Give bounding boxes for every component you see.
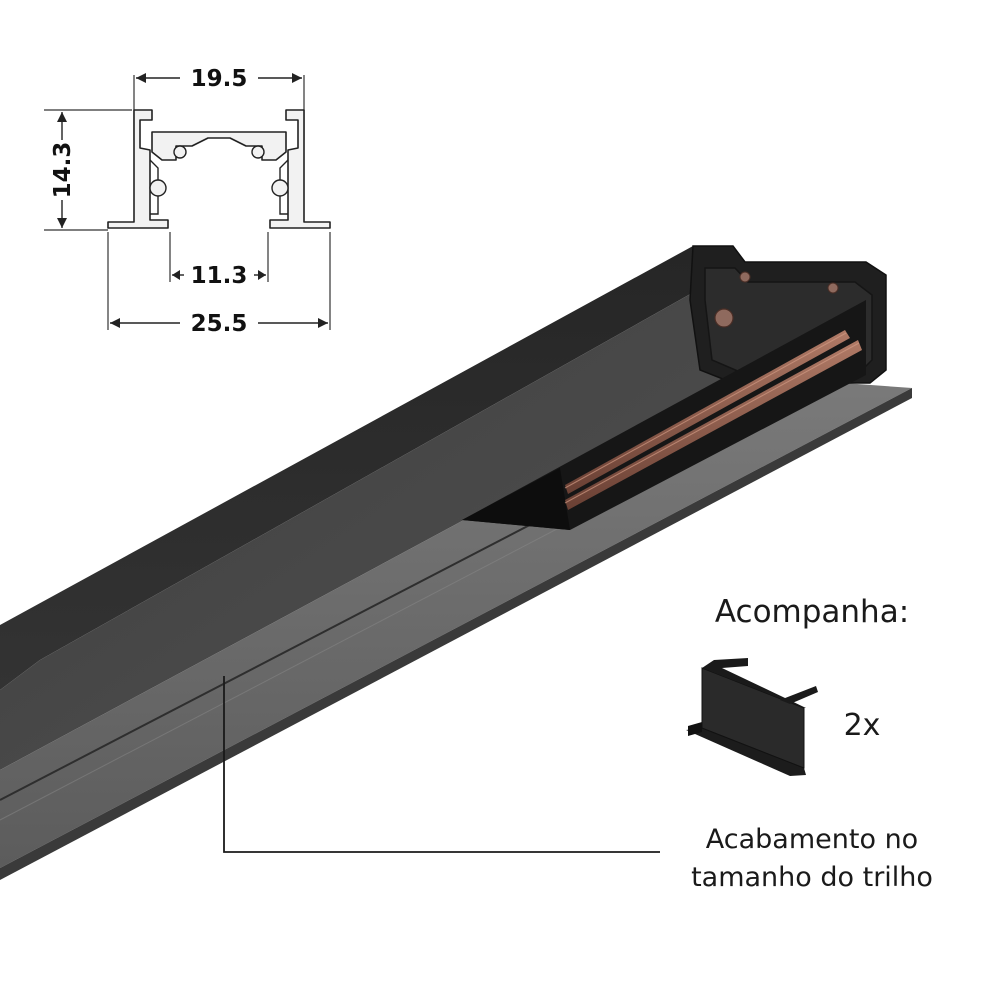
rail-flange: [0, 375, 912, 868]
profile-cross-section: 19.5 14.3 11.3 25.5: [44, 66, 331, 337]
accessory-quantity: 2x: [844, 708, 881, 743]
rail-front-face: [0, 270, 733, 770]
track-rail-3d: [0, 245, 912, 880]
accessory-section: Acompanha: 2x: [686, 594, 909, 776]
accessory-heading: Acompanha:: [715, 594, 909, 630]
dimension-top-width: 19.5: [136, 66, 302, 92]
finish-callout: Acabamento no tamanho do trilho: [223, 676, 933, 893]
dimension-total-width-label: 25.5: [191, 311, 248, 337]
callout-leader-line: [223, 676, 660, 853]
rail-top-surface: [0, 246, 733, 690]
copper-conductor-lower: [565, 340, 862, 510]
rail-profile-outline: [107, 109, 331, 229]
copper-conductor-upper: [565, 330, 850, 494]
rail-inner-channel: [462, 300, 866, 530]
callout-line-2: tamanho do trilho: [691, 862, 933, 893]
dimension-height-label: 14.3: [50, 142, 76, 199]
end-cap-icon: [686, 658, 818, 776]
dimension-height: 14.3: [50, 112, 76, 228]
dimension-top-width-label: 19.5: [191, 66, 248, 92]
callout-line-1: Acabamento no: [706, 824, 918, 855]
dimension-total-width: 25.5: [110, 311, 328, 337]
dimension-inner-width: 11.3: [172, 263, 266, 289]
dimension-inner-width-label: 11.3: [191, 263, 248, 289]
